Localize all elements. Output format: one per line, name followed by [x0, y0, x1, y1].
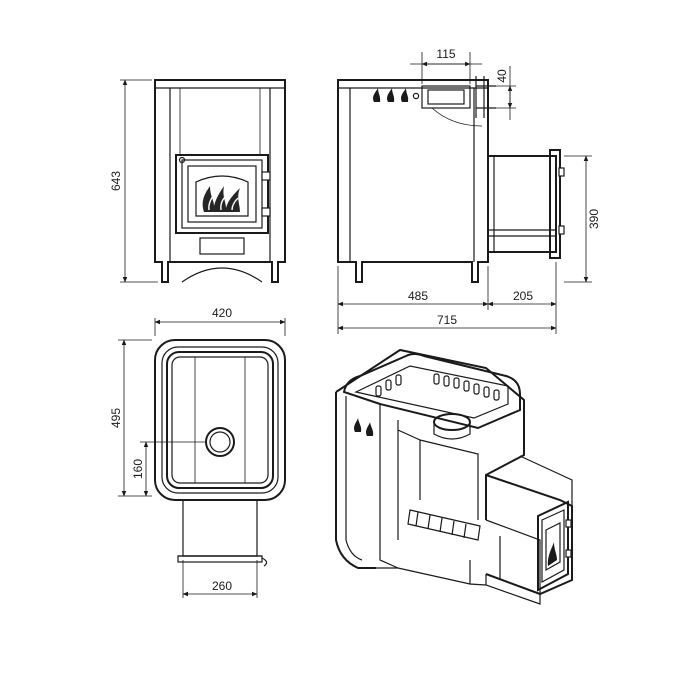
flame-window-icon	[202, 186, 240, 212]
dim-pipe-offset: 160	[131, 459, 145, 479]
dim-top-small: 40	[495, 69, 509, 83]
side-view: 115 40 390 485 205 715	[337, 47, 601, 334]
dim-top-offset: 115	[436, 47, 455, 61]
dim-height-total: 643	[109, 171, 123, 191]
front-view: 643	[109, 79, 286, 283]
dim-top-width: 420	[212, 306, 232, 320]
rim-vent-slots	[375, 373, 500, 401]
vent-flames-icon	[373, 88, 420, 102]
top-view: 420 495 160 260	[109, 306, 286, 598]
tunnel-door	[537, 500, 572, 592]
dim-total-depth: 715	[437, 313, 457, 327]
grate-bars	[415, 511, 467, 539]
wall-flames-icon	[354, 418, 374, 436]
dim-plan-depth: 495	[109, 408, 123, 428]
dim-tank-height: 390	[587, 209, 601, 229]
dim-body-depth: 485	[408, 289, 428, 303]
dim-tank-depth: 205	[513, 289, 533, 303]
isometric-cutaway	[335, 348, 573, 605]
dim-tunnel-width: 260	[212, 579, 232, 593]
